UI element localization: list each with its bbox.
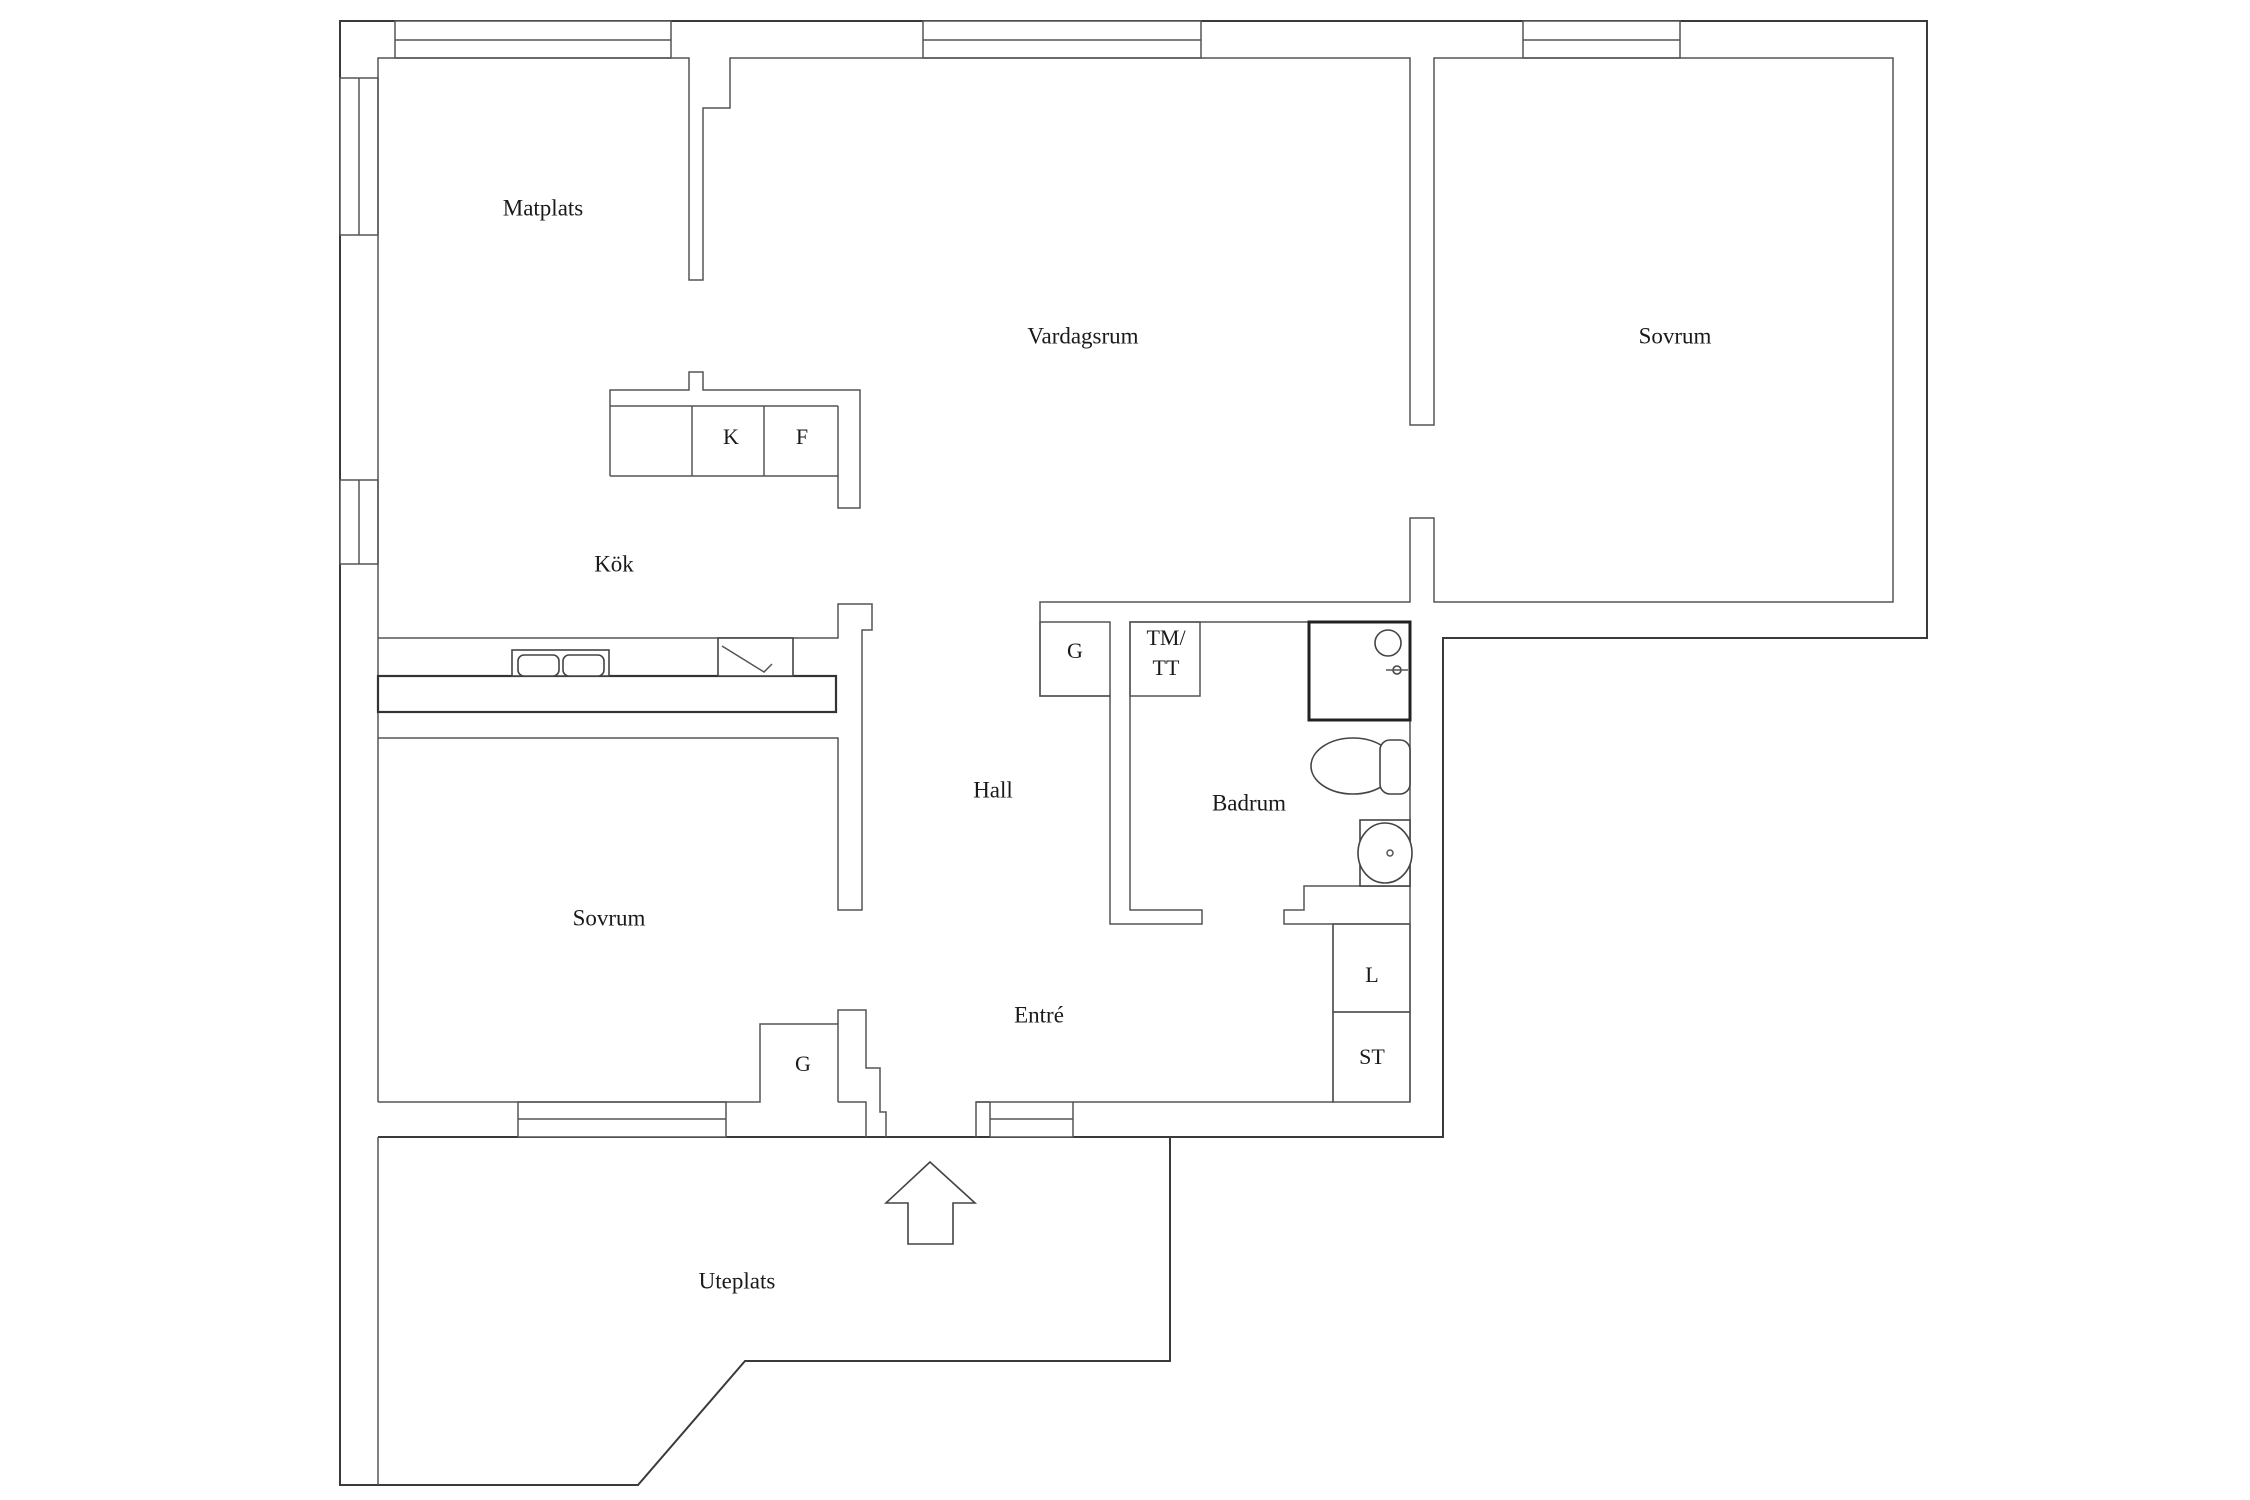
room-label-vardagsrum: Vardagsrum — [1027, 323, 1138, 348]
room-label-sovrum-bottom: Sovrum — [573, 905, 646, 930]
windows — [339, 20, 1681, 1138]
room-label-sovrum-top: Sovrum — [1639, 323, 1712, 348]
fixture-label-stad: ST — [1359, 1044, 1385, 1069]
room-label-kok: Kök — [594, 551, 634, 576]
fixture-label-garderob-entre: G — [795, 1051, 811, 1076]
fixture-label-kyl: K — [723, 424, 739, 449]
room-label-badrum: Badrum — [1212, 790, 1286, 815]
entrance-arrow-icon — [883, 1160, 978, 1245]
outer-walls — [339, 20, 1928, 1486]
fixture-label-frys: F — [796, 424, 808, 449]
room-label-uteplats: Uteplats — [699, 1268, 776, 1293]
interior-walls — [377, 57, 1894, 1137]
kitchen-counter — [376, 637, 838, 714]
fixture-label-garderob-hall: G — [1067, 638, 1083, 663]
bathroom-fixtures — [1307, 620, 1413, 887]
room-label-hall: Hall — [973, 777, 1013, 802]
room-label-entre: Entré — [1014, 1002, 1064, 1027]
fixture-label-tt: TT — [1153, 655, 1180, 680]
room-label-matplats: Matplats — [503, 195, 584, 220]
fixture-label-tm: TM/ — [1146, 625, 1186, 650]
fixture-label-linneskap: L — [1365, 962, 1378, 987]
